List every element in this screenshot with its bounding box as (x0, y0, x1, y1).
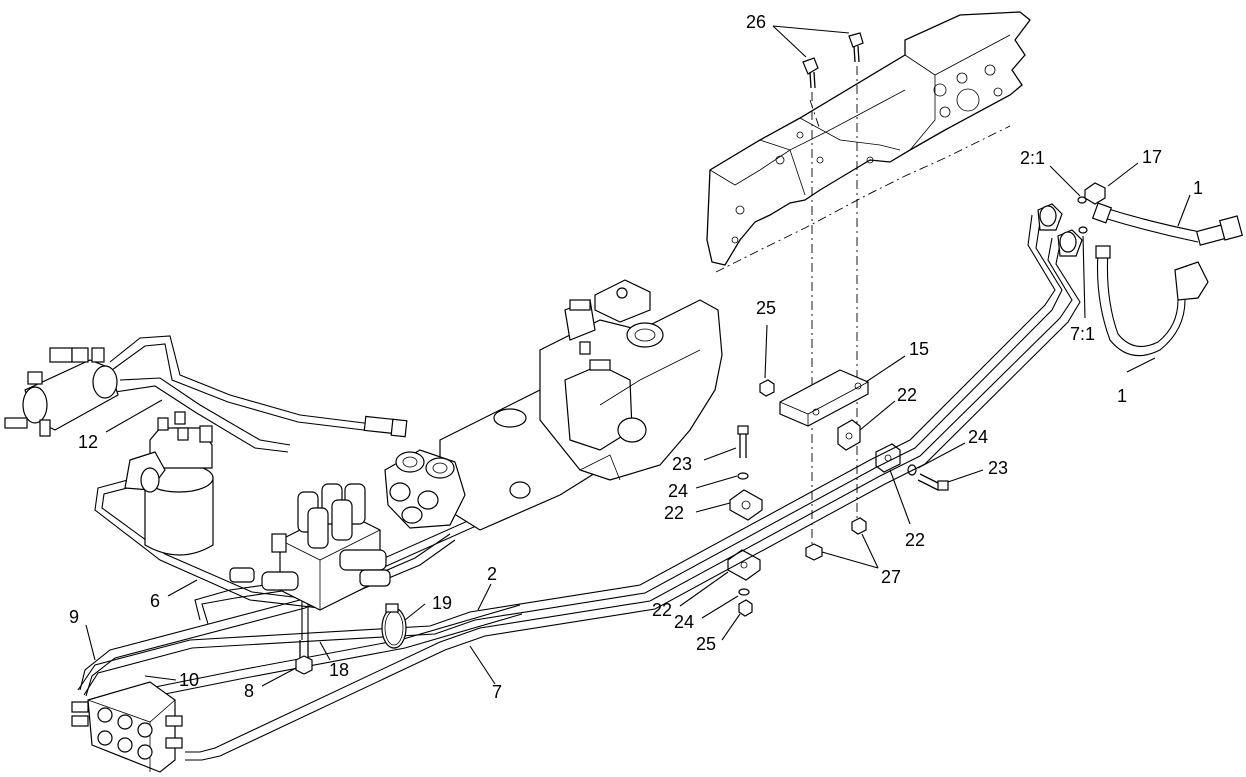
callout-6: 6 (150, 591, 160, 611)
hose-fitting-12 (363, 415, 408, 438)
callout-18: 18 (329, 660, 349, 680)
callout-24-right: 24 (968, 427, 988, 447)
hydrostatic-pump (439, 279, 723, 531)
control-valve (229, 483, 391, 611)
washer-24-upper (737, 472, 749, 480)
tube-12 (109, 335, 381, 453)
callout-10: 10 (179, 670, 199, 690)
tube-6 (94, 477, 456, 609)
clamp-22-upper (837, 419, 861, 451)
callout-labels: 26 2:1 17 1 7:1 1 25 15 22 24 23 23 24 2… (69, 12, 1203, 702)
nut-25-top (759, 379, 775, 397)
callout-2: 2 (487, 564, 497, 584)
tube-2 (77, 214, 1063, 696)
callout-22-lower: 22 (652, 600, 672, 620)
washer-24-lower (738, 588, 750, 596)
hose-1-upper (1091, 202, 1244, 246)
callout-22-mid: 22 (664, 503, 684, 523)
nut-27-right (851, 517, 867, 535)
nut-27-left (805, 543, 823, 561)
fitting-8 (295, 640, 313, 675)
callout-23-right: 23 (988, 458, 1008, 478)
leader-lines (85, 25, 1191, 687)
callout-2-1: 2:1 (1020, 148, 1045, 168)
callout-8: 8 (244, 681, 254, 701)
callout-27: 27 (881, 567, 901, 587)
bolt-26-left (802, 57, 819, 89)
clamp-22-mid (729, 489, 763, 521)
callout-23-mid: 23 (672, 454, 692, 474)
callout-9: 9 (69, 607, 79, 627)
callout-24-mid: 24 (668, 481, 688, 501)
callout-7: 7 (492, 682, 502, 702)
callout-22-right: 22 (905, 530, 925, 550)
callout-25-bottom: 25 (696, 634, 716, 654)
clamp-22-lower (727, 549, 761, 581)
callout-25-top: 25 (756, 298, 776, 318)
steering-cylinder (4, 347, 119, 437)
callout-22-upper: 22 (897, 385, 917, 405)
nut-25-bottom (738, 599, 753, 617)
callout-12: 12 (78, 432, 98, 452)
callout-15: 15 (909, 339, 929, 359)
gear-pump (384, 449, 466, 529)
bolt-23-vertical (737, 425, 749, 458)
bolt-26-right (848, 32, 864, 63)
valve-block (71, 681, 183, 773)
callout-17: 17 (1142, 147, 1162, 167)
callout-1-upper: 1 (1193, 178, 1203, 198)
tube-7 (185, 237, 1081, 761)
callout-19: 19 (432, 593, 452, 613)
frame-rail (706, 11, 1031, 273)
filter-assembly (124, 411, 214, 556)
callout-7-1: 7:1 (1070, 324, 1095, 344)
callout-1-lower: 1 (1117, 386, 1127, 406)
bracket-15 (779, 369, 869, 427)
fitting-right (1037, 182, 1106, 257)
hose-clamp-19 (381, 603, 407, 649)
hose-1-lower (1095, 245, 1209, 357)
callout-26: 26 (746, 12, 766, 32)
bolt-23-horizontal (917, 473, 949, 491)
callout-24-lower: 24 (674, 612, 694, 632)
